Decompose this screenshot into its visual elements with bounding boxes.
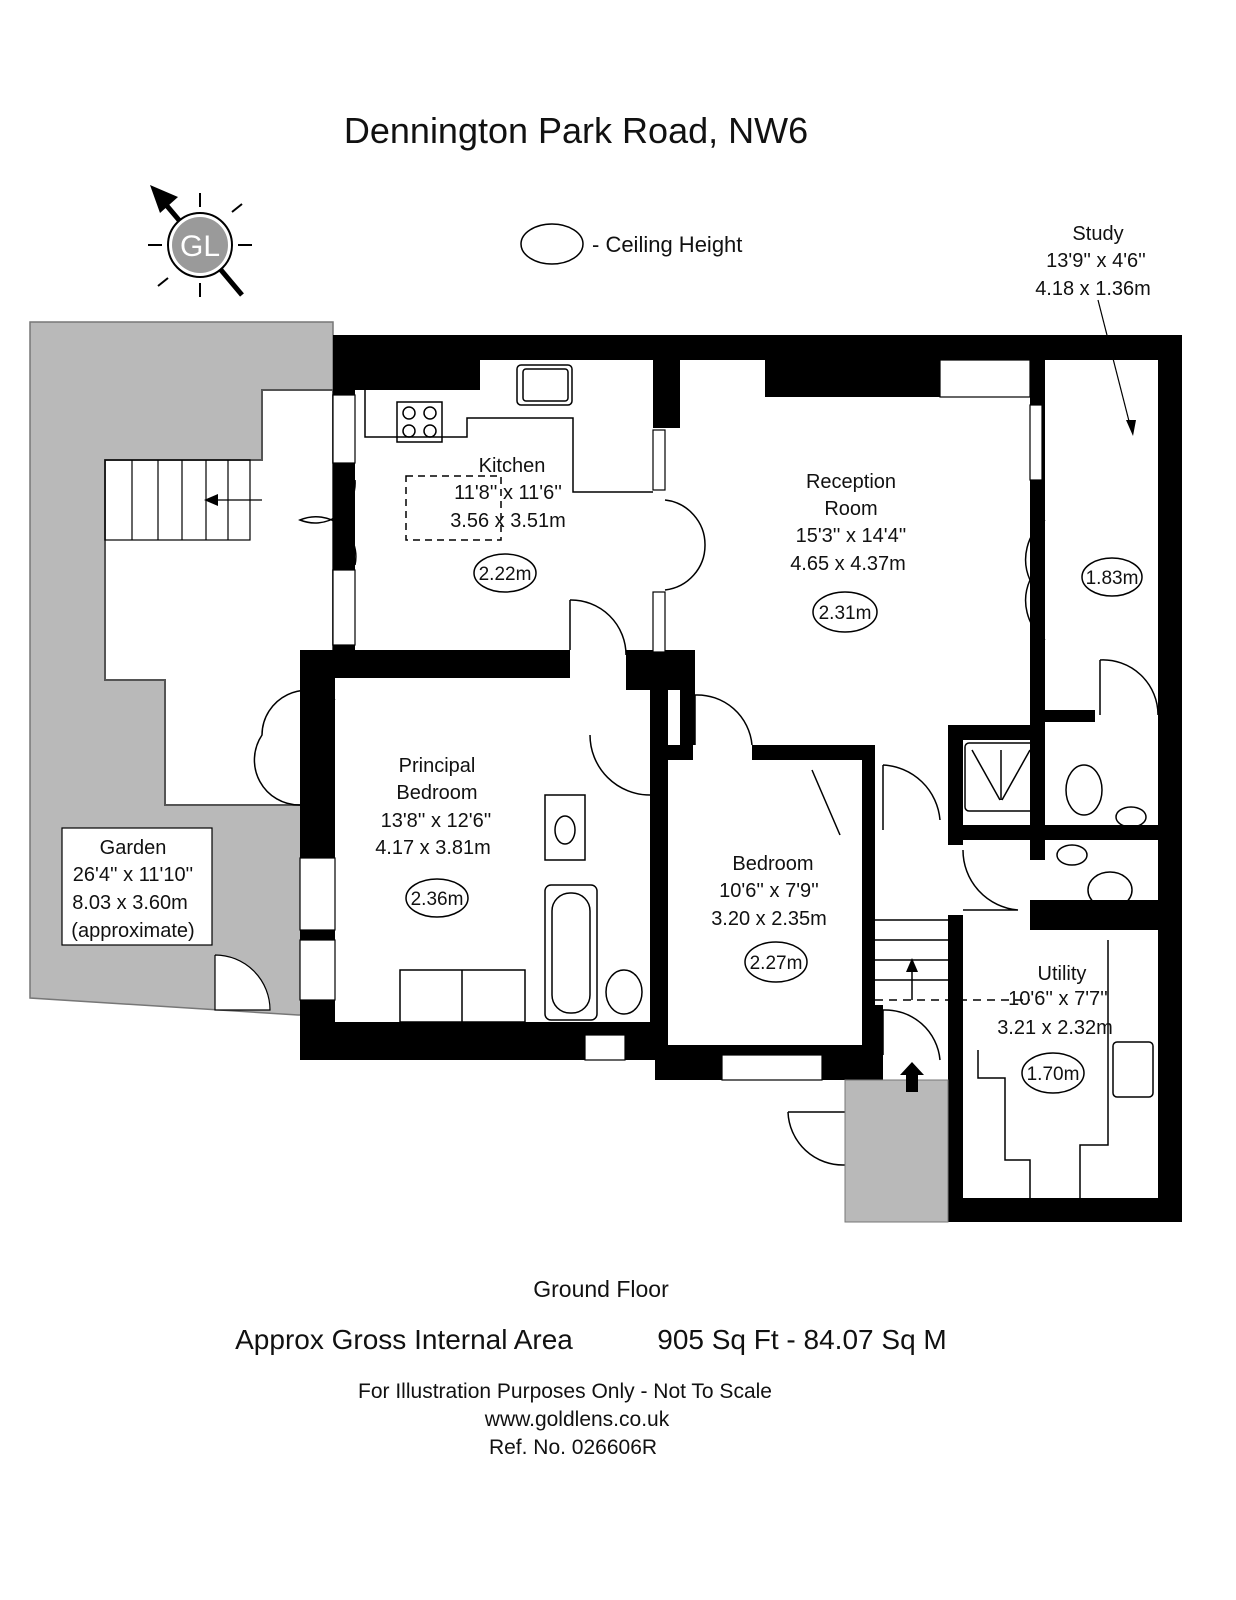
area-value: 905 Sq Ft - 84.07 Sq M xyxy=(657,1324,947,1355)
kitchen-name: Kitchen xyxy=(479,455,546,477)
kitchen-fittings xyxy=(253,364,1159,1223)
bedroom-imperial: 10'6'' x 7'9'' xyxy=(719,880,819,902)
garden-note: (approximate) xyxy=(71,920,194,942)
walls xyxy=(300,335,1182,1222)
reception-name-2: Room xyxy=(824,498,877,520)
garden-area xyxy=(29,321,334,1016)
reception-ceiling-height: 2.31m xyxy=(819,603,872,624)
reception-imperial: 15'3'' x 14'4'' xyxy=(796,525,907,547)
kitchen-metric: 3.56 x 3.51m xyxy=(450,510,566,532)
reception-name-1: Reception xyxy=(806,471,896,493)
bedroom-name: Bedroom xyxy=(732,853,813,875)
ceiling-height-legend-icon xyxy=(520,223,584,265)
utility-metric: 3.21 x 2.32m xyxy=(997,1017,1113,1039)
principal-bedroom-metric: 4.17 x 3.81m xyxy=(375,837,491,859)
bedroom-ceiling-height: 2.27m xyxy=(750,953,803,974)
reception-metric: 4.65 x 4.37m xyxy=(790,553,906,575)
compass-icon: GL xyxy=(148,185,252,297)
garden-name: Garden xyxy=(100,837,167,859)
compass-label: GL xyxy=(180,230,220,263)
garden-metric: 8.03 x 3.60m xyxy=(72,892,188,914)
kitchen-ceiling-height: 2.22m xyxy=(479,564,532,585)
principal-bedroom-ceiling-height: 2.36m xyxy=(411,889,464,910)
floor-label: Ground Floor xyxy=(533,1276,669,1302)
plan-title: Dennington Park Road, NW6 xyxy=(344,110,808,151)
study-name: Study xyxy=(1072,223,1123,245)
utility-ceiling-height: 1.70m xyxy=(1027,1064,1080,1085)
study-metric: 4.18 x 1.36m xyxy=(1035,278,1151,300)
reference-number: Ref. No. 026606R xyxy=(489,1436,657,1459)
principal-bedroom-imperial: 13'8'' x 12'6'' xyxy=(381,810,492,832)
study-imperial: 13'9'' x 4'6'' xyxy=(1046,250,1146,272)
disclaimer: For Illustration Purposes Only - Not To … xyxy=(358,1380,772,1403)
utility-name: Utility xyxy=(1038,963,1087,985)
utility-imperial: 10'6'' x 7'7'' xyxy=(1008,988,1108,1010)
study-ceiling-height: 1.83m xyxy=(1086,568,1139,589)
area-label: Approx Gross Internal Area xyxy=(235,1324,573,1355)
bedroom-metric: 3.20 x 2.35m xyxy=(711,908,827,930)
principal-bedroom-name-2: Bedroom xyxy=(396,782,477,804)
garden-imperial: 26'4'' x 11'10'' xyxy=(73,864,193,886)
ceiling-height-legend-label: - Ceiling Height xyxy=(592,232,742,257)
principal-bedroom-name-1: Principal xyxy=(399,755,476,777)
bathroom-fittings xyxy=(399,742,1154,1198)
entrance-arrow-icon xyxy=(900,1062,924,1092)
kitchen-imperial: 11'8'' x 11'6'' xyxy=(454,482,562,504)
website: www.goldlens.co.uk xyxy=(484,1408,670,1431)
